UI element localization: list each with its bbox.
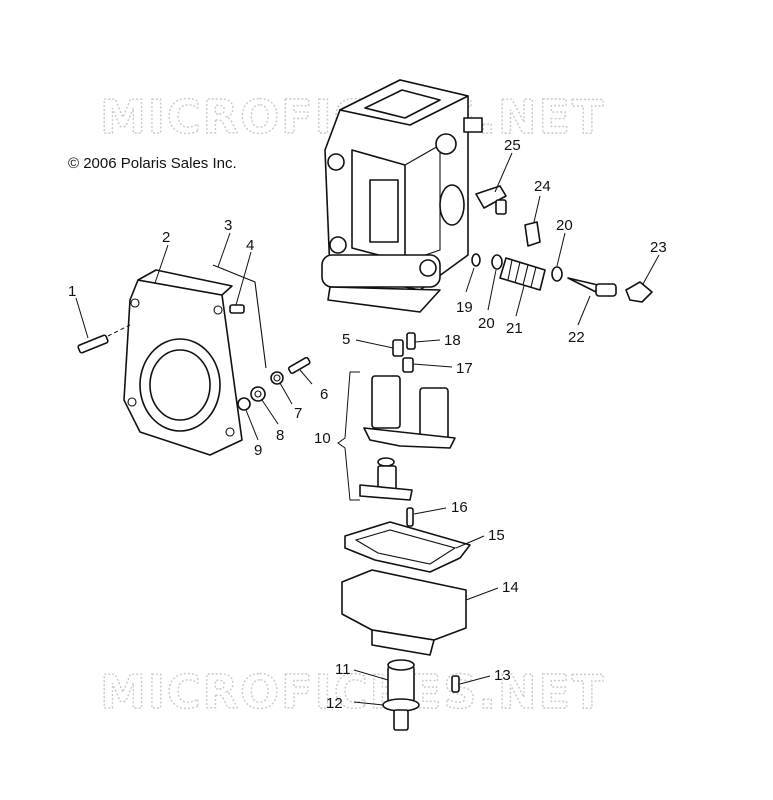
- callout-22: 22: [568, 329, 585, 346]
- callout-1: 1: [68, 283, 76, 300]
- float-bowl: [341, 569, 467, 656]
- intake-flange: [123, 269, 245, 456]
- watermark-bottom: MICROFICHES.NET: [100, 665, 605, 719]
- callout-21: 21: [506, 320, 523, 337]
- callout-6: 6: [320, 386, 328, 403]
- callout-12: 12: [326, 695, 343, 712]
- callout-15: 15: [488, 527, 505, 544]
- callout-24: 24: [534, 178, 551, 195]
- screw-16: [406, 507, 414, 527]
- callout-17: 17: [456, 360, 473, 377]
- callout-20b: 20: [478, 315, 495, 332]
- callout-8: 8: [276, 427, 284, 444]
- callout-20a: 20: [556, 217, 573, 234]
- callout-3: 3: [224, 217, 232, 234]
- callout-2: 2: [162, 229, 170, 246]
- callout-19: 19: [456, 299, 473, 316]
- jets-and-spring: [392, 185, 653, 373]
- callout-9: 9: [254, 442, 262, 459]
- callout-16: 16: [451, 499, 468, 516]
- drain-fitting: [382, 659, 420, 731]
- callout-10: 10: [314, 430, 331, 447]
- callout-18: 18: [444, 332, 461, 349]
- callout-7: 7: [294, 405, 302, 422]
- wire: [212, 264, 267, 369]
- fittings-6-9: [237, 356, 311, 411]
- screw-13: [451, 675, 460, 693]
- leader-lines: [75, 152, 660, 706]
- needle-and-float: [337, 371, 456, 501]
- callout-5: 5: [342, 331, 350, 348]
- callout-11: 11: [335, 661, 351, 678]
- callout-25: 25: [504, 137, 521, 154]
- callout-4: 4: [246, 237, 254, 254]
- carburetor-body: [321, 79, 483, 313]
- copyright-text: © 2006 Polaris Sales Inc.: [68, 155, 237, 172]
- screw-1: [77, 324, 131, 354]
- callout-labels: 1 2 3 4 5 6 7 8 9 10 11 12 13 14 15 16 1…: [68, 137, 667, 712]
- callout-14: 14: [502, 579, 519, 596]
- callout-13: 13: [494, 667, 511, 684]
- callout-23: 23: [650, 239, 667, 256]
